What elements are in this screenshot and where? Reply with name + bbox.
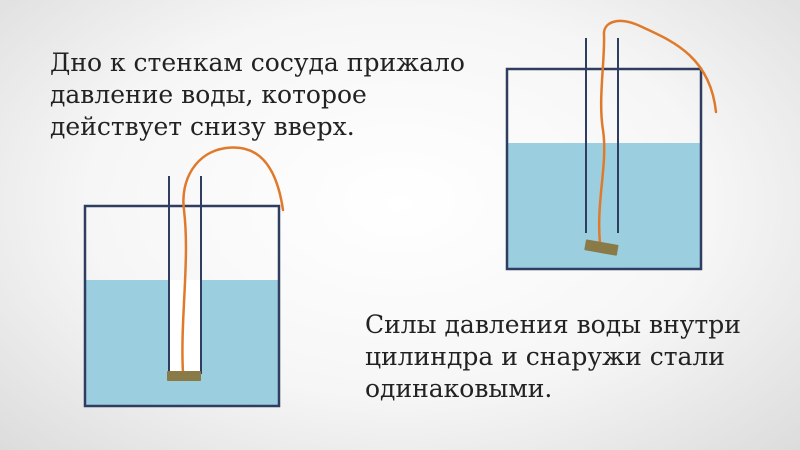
- caption-top-line-3: действует снизу вверх.: [50, 112, 355, 141]
- caption-top-line-2: давление воды, которое: [50, 80, 367, 109]
- right-vessel-group: [505, 19, 718, 271]
- left-disk: [167, 371, 201, 381]
- left-string: [181, 146, 285, 375]
- caption-bottom: Силы давления воды внутри цилиндра и сна…: [365, 309, 745, 405]
- right-string: [597, 19, 718, 246]
- right-vessel-outline: [505, 67, 703, 271]
- caption-bottom-line-1: Силы давления воды внутри: [365, 310, 741, 339]
- caption-top: Дно к стенкам сосуда прижало давление во…: [50, 47, 465, 143]
- left-vessel-group: [83, 146, 285, 408]
- caption-top-line-1: Дно к стенкам сосуда прижало: [50, 48, 465, 77]
- caption-bottom-line-2: цилиндра и снаружи стали: [365, 342, 725, 371]
- caption-bottom-line-3: одинаковыми.: [365, 374, 553, 403]
- right-disk: [584, 239, 619, 256]
- left-vessel-outline: [83, 204, 281, 408]
